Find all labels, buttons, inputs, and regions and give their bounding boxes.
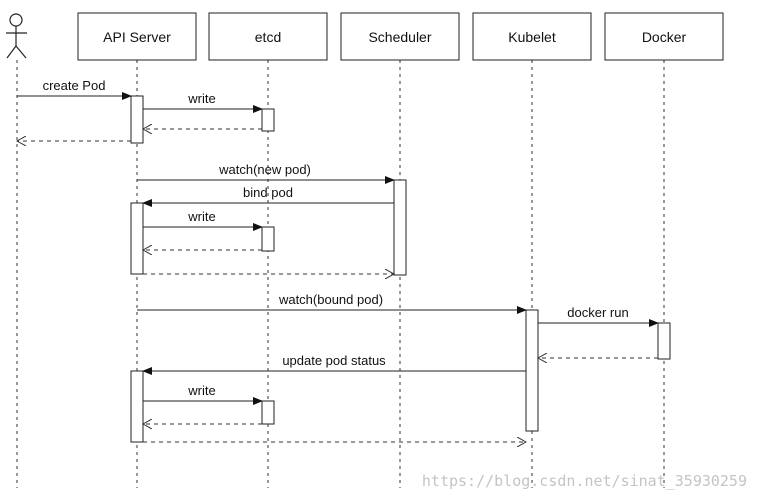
activation-etcd-3 <box>261 400 275 425</box>
activation-kubelet <box>525 309 539 432</box>
message-label: update pod status <box>282 353 386 368</box>
activation-etcd-1 <box>261 108 275 132</box>
lifelines <box>16 60 665 488</box>
participant-label: Scheduler <box>368 29 431 45</box>
message-label: create Pod <box>43 78 106 93</box>
activation-api-1 <box>130 95 144 144</box>
activation-scheduler <box>393 179 407 276</box>
message-label: watch(new pod) <box>218 162 311 177</box>
watermark: https://blog.csdn.net/sinat_35930259 <box>422 472 747 490</box>
participant-etcd: etcd <box>208 12 328 61</box>
message-label: docker run <box>567 305 628 320</box>
actor-icon <box>6 13 27 59</box>
message-label: bind pod <box>243 185 293 200</box>
message-label: watch(bound pod) <box>278 292 383 307</box>
activations <box>130 95 671 443</box>
participant-scheduler: Scheduler <box>340 12 460 61</box>
activation-api-3 <box>130 370 144 443</box>
participant-docker: Docker <box>604 12 724 61</box>
activation-api-2 <box>130 202 144 275</box>
participant-label: API Server <box>103 29 171 45</box>
participants: API Server etcd Scheduler Kubelet Docker <box>77 12 724 61</box>
activation-docker <box>657 322 671 360</box>
participant-label: Kubelet <box>508 29 556 45</box>
participant-api-server: API Server <box>77 12 197 61</box>
activation-etcd-2 <box>261 226 275 252</box>
participant-label: Docker <box>642 29 687 45</box>
messages: create Pod write watch(new pod) bind pod… <box>17 78 659 442</box>
participant-kubelet: Kubelet <box>472 12 592 61</box>
message-label: write <box>187 383 215 398</box>
participant-label: etcd <box>255 29 281 45</box>
message-label: write <box>187 91 215 106</box>
message-label: write <box>187 209 215 224</box>
